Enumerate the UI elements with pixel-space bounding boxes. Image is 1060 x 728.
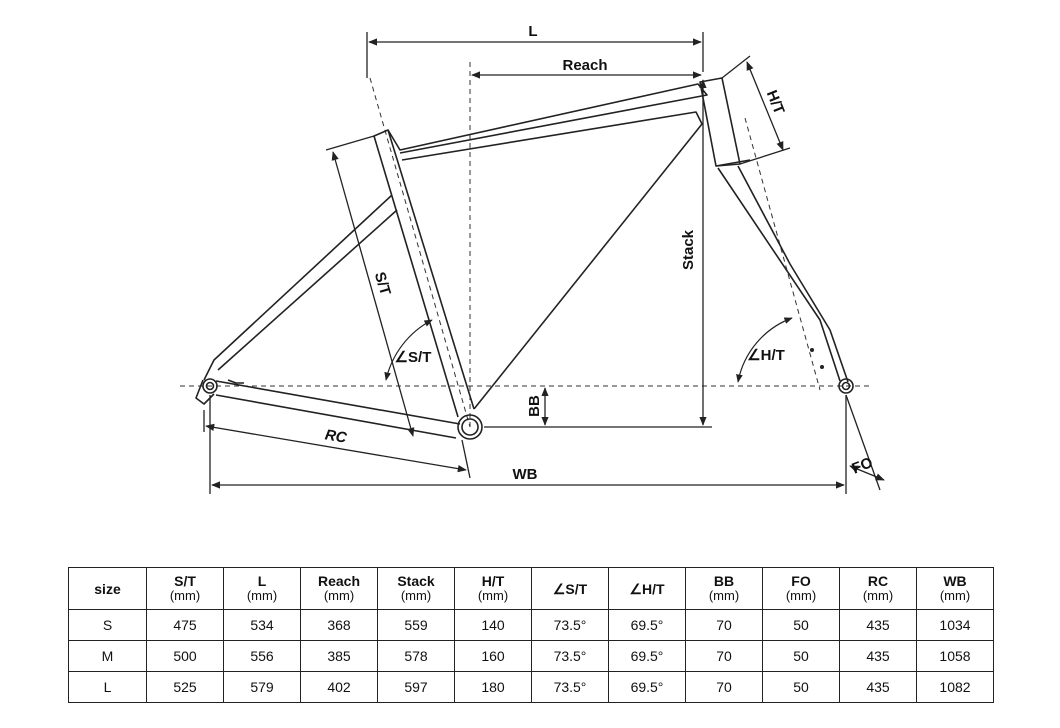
- table-cell: 500: [146, 640, 224, 672]
- frame-geometry-diagram: L Reach H/T S/T Stack ∠S/T ∠H/T BB RC WB…: [180, 23, 885, 494]
- table-cell: S: [68, 609, 147, 641]
- table-cell: M: [68, 640, 147, 672]
- label-reach: Reach: [562, 57, 607, 74]
- table-cell: 534: [223, 609, 301, 641]
- table-cell: 73.5°: [531, 640, 609, 672]
- header-seat-tube: S/T(mm): [146, 567, 224, 610]
- table-cell: 1058: [916, 640, 994, 672]
- header-size: size: [68, 567, 147, 610]
- table-cell: 50: [762, 640, 840, 672]
- header-bb: BB(mm): [685, 567, 763, 610]
- table-cell: 435: [839, 671, 917, 703]
- geometry-table-container: size S/T(mm) L(mm) Reach(mm) Stack(mm) H…: [68, 567, 994, 703]
- label-head-tube-angle: ∠H/T: [747, 347, 785, 364]
- label-head-tube: H/T: [763, 88, 788, 117]
- header-rc: RC(mm): [839, 567, 917, 610]
- header-stack: Stack(mm): [377, 567, 455, 610]
- table-cell: L: [68, 671, 147, 703]
- table-cell: 385: [300, 640, 378, 672]
- guide-lines: [180, 62, 872, 428]
- header-seat-tube-angle: ∠S/T: [531, 567, 609, 610]
- table-cell: 597: [377, 671, 455, 703]
- header-head-tube: H/T(mm): [454, 567, 532, 610]
- table-cell: 556: [223, 640, 301, 672]
- geometry-table: size S/T(mm) L(mm) Reach(mm) Stack(mm) H…: [68, 567, 994, 703]
- table-cell: 579: [223, 671, 301, 703]
- table-cell: 69.5°: [608, 609, 686, 641]
- header-fo: FO(mm): [762, 567, 840, 610]
- header-wb: WB(mm): [916, 567, 994, 610]
- header-head-tube-angle: ∠H/T: [608, 567, 686, 610]
- table-cell: 435: [839, 640, 917, 672]
- label-l: L: [528, 23, 537, 40]
- table-header-row: size S/T(mm) L(mm) Reach(mm) Stack(mm) H…: [68, 567, 994, 610]
- table-cell: 70: [685, 671, 763, 703]
- table-row: L 525 579 402 597 180 73.5° 69.5° 70 50 …: [68, 671, 994, 703]
- label-stack: Stack: [680, 229, 697, 270]
- table-cell: 578: [377, 640, 455, 672]
- label-bb: BB: [526, 395, 543, 417]
- table-cell: 402: [300, 671, 378, 703]
- table-row: M 500 556 385 578 160 73.5° 69.5° 70 50 …: [68, 640, 994, 672]
- table-cell: 69.5°: [608, 640, 686, 672]
- label-seat-tube: S/T: [371, 270, 394, 297]
- table-cell: 435: [839, 609, 917, 641]
- table-cell: 1034: [916, 609, 994, 641]
- table-cell: 525: [146, 671, 224, 703]
- table-cell: 69.5°: [608, 671, 686, 703]
- dimension-lines: [203, 32, 885, 494]
- table-cell: 50: [762, 671, 840, 703]
- table-cell: 368: [300, 609, 378, 641]
- table-cell: 70: [685, 609, 763, 641]
- table-cell: 180: [454, 671, 532, 703]
- table-cell: 70: [685, 640, 763, 672]
- table-row: S 475 534 368 559 140 73.5° 69.5° 70 50 …: [68, 609, 994, 641]
- label-rc: RC: [324, 426, 349, 447]
- label-seat-tube-angle: ∠S/T: [395, 349, 432, 366]
- table-cell: 140: [454, 609, 532, 641]
- table-cell: 73.5°: [531, 671, 609, 703]
- table-cell: 160: [454, 640, 532, 672]
- header-length: L(mm): [223, 567, 301, 610]
- table-cell: 559: [377, 609, 455, 641]
- bike-frame: [195, 77, 854, 440]
- table-cell: 475: [146, 609, 224, 641]
- table-cell: 1082: [916, 671, 994, 703]
- label-fo: FO: [849, 454, 875, 478]
- header-reach: Reach(mm): [300, 567, 378, 610]
- label-wb: WB: [513, 466, 538, 483]
- table-cell: 73.5°: [531, 609, 609, 641]
- table-cell: 50: [762, 609, 840, 641]
